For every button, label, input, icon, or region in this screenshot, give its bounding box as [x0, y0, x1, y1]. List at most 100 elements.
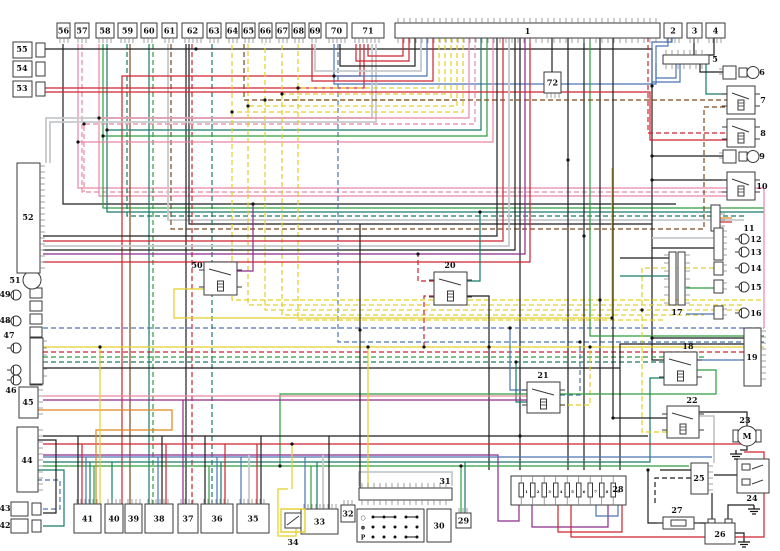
wire — [509, 328, 527, 391]
wire-junction — [194, 47, 198, 51]
component-45: 45 — [18, 386, 43, 419]
component-label: 60 — [143, 26, 155, 36]
wire — [49, 44, 377, 163]
component-61: 61 — [161, 22, 178, 43]
wire — [612, 37, 667, 419]
wire-junction — [650, 336, 654, 340]
component-label: 40 — [108, 514, 120, 524]
component-47: 47 — [3, 330, 47, 385]
wire — [314, 37, 422, 72]
component-53: 53 — [12, 80, 46, 98]
wire-junction — [296, 86, 300, 90]
wire-junction — [610, 316, 614, 320]
component-19: 19 — [743, 327, 766, 387]
wire — [279, 369, 717, 466]
wire — [655, 37, 677, 79]
component-label: 32 — [342, 509, 353, 519]
component-label: 54 — [16, 63, 28, 73]
component-label: 21 — [537, 370, 548, 380]
component-44: 44 — [16, 426, 43, 493]
component-label: 14 — [750, 263, 762, 273]
component-label: 72 — [547, 78, 558, 88]
wire — [247, 106, 744, 306]
wire-junction — [82, 122, 86, 126]
wire — [297, 88, 664, 321]
svg-text:9: 9 — [617, 489, 620, 494]
wire — [560, 347, 591, 406]
wire — [334, 37, 428, 77]
wire-junction — [578, 340, 582, 344]
component-68: 68 — [291, 22, 306, 43]
svg-text:6: 6 — [583, 489, 586, 494]
component-label: 1 — [525, 26, 531, 36]
component-m1: ○⊗P — [356, 508, 425, 543]
wire — [333, 44, 657, 85]
wire-junction — [650, 178, 654, 182]
component-label: 55 — [16, 44, 27, 54]
component-49: 49 — [0, 287, 43, 312]
component-54: 54 — [12, 60, 46, 78]
wire — [467, 212, 481, 282]
wire-junction — [640, 308, 644, 312]
component-39: 39 — [124, 499, 143, 534]
component-41: 41 — [73, 499, 102, 534]
component-60: 60 — [140, 22, 158, 43]
component-label: 52 — [22, 212, 33, 222]
wire-junction — [566, 158, 570, 162]
component-16: 16 — [713, 305, 762, 320]
component-59: 59 — [117, 22, 138, 43]
wire-junction — [290, 442, 294, 446]
component-12: 12 — [713, 227, 762, 261]
component-52: 52 — [16, 162, 45, 274]
component-label: 8 — [760, 128, 766, 138]
component-15: 15 — [713, 279, 762, 294]
component-label: 22 — [686, 395, 697, 405]
component-label: 34 — [287, 537, 299, 547]
component-25: 25 — [690, 462, 713, 495]
component-label: 41 — [82, 514, 93, 524]
component-58: 58 — [95, 22, 115, 43]
component-label: 17 — [671, 307, 682, 317]
wire — [81, 44, 744, 193]
wire-junction — [358, 328, 362, 332]
component-26: 26 — [704, 518, 736, 545]
component-label: 13 — [750, 247, 762, 257]
component-label: 25 — [693, 473, 704, 483]
component-9: 9 — [719, 149, 765, 164]
wire — [43, 44, 365, 89]
component-33: 33 — [300, 504, 339, 535]
wire — [727, 504, 754, 523]
component-2: 2 — [663, 22, 683, 43]
component-label: 6 — [759, 67, 765, 77]
component-51: 51 — [9, 270, 42, 290]
wire-junction — [582, 234, 586, 238]
component-43: 43 — [0, 501, 42, 517]
wire — [231, 112, 764, 301]
component-label: 42 — [0, 520, 11, 530]
component-29: 29 — [455, 508, 472, 529]
component-label: 46 — [5, 385, 17, 395]
wire — [78, 37, 494, 143]
wire — [102, 44, 764, 209]
wire — [43, 454, 520, 522]
svg-text:7: 7 — [594, 489, 597, 494]
wire-junction — [251, 202, 255, 206]
wire-junction — [366, 345, 370, 349]
wire — [43, 377, 664, 463]
wire-junction — [278, 464, 282, 468]
wire — [337, 44, 764, 343]
component-label: 39 — [128, 514, 140, 524]
component-24: 24 — [736, 458, 770, 503]
component-label: 65 — [243, 26, 254, 36]
component-label: 59 — [122, 26, 134, 36]
component-label: 68 — [293, 26, 305, 36]
wire — [355, 37, 410, 62]
wire-junction — [280, 92, 284, 96]
wire-junction — [650, 84, 654, 88]
component-67: 67 — [275, 22, 290, 43]
wire-junction — [98, 345, 102, 349]
component-14: 14 — [713, 261, 762, 276]
ground-icon — [730, 450, 742, 460]
